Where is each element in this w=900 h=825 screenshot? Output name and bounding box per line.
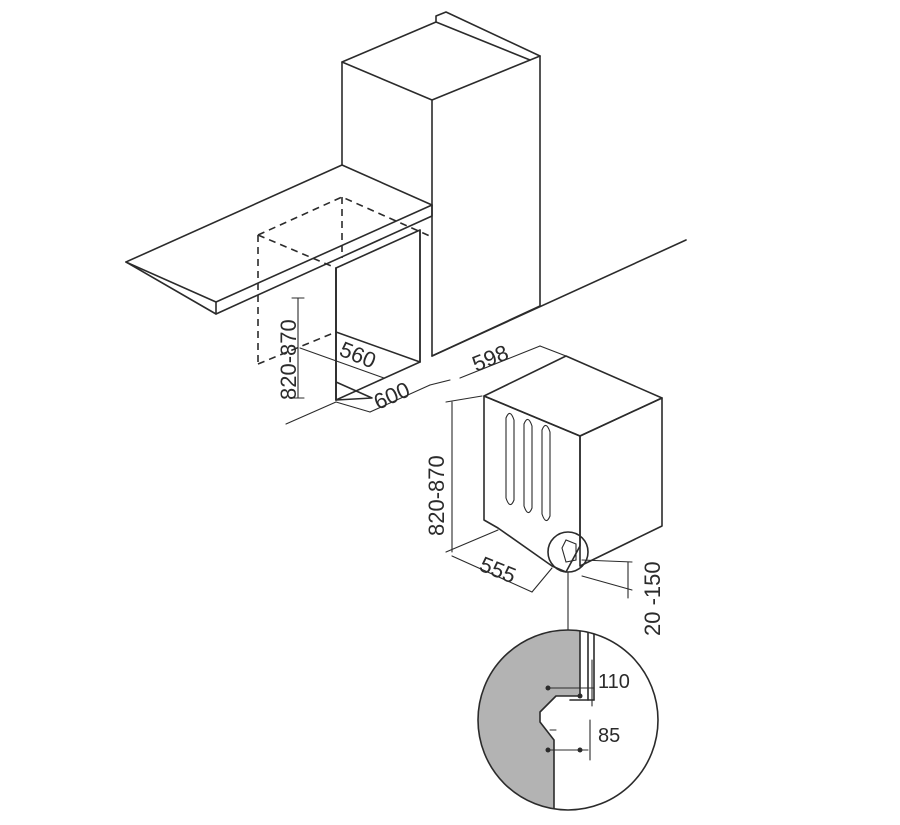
detail-upper-label: 110: [598, 671, 630, 693]
niche: [257, 196, 433, 401]
niche-dimension-lines: [285, 297, 451, 425]
plinth-height-label: 20 -150: [640, 561, 665, 636]
appliance-width-label: 598: [469, 340, 512, 377]
floor-line: [431, 239, 687, 357]
detail-lower-label: 85: [598, 725, 620, 747]
dishwasher: [483, 355, 663, 573]
detail-magnified: [477, 629, 659, 811]
detail-callout: [547, 531, 589, 633]
countertop: [125, 164, 433, 315]
niche-depth-label: 560: [336, 336, 379, 373]
appliance-dimension-lines: [445, 345, 633, 599]
appliance-depth-label: 555: [476, 551, 519, 588]
tall-cabinet: [341, 11, 541, 357]
niche-height-label: 820-870: [276, 319, 301, 400]
appliance-height-label: 820-870: [424, 455, 449, 536]
